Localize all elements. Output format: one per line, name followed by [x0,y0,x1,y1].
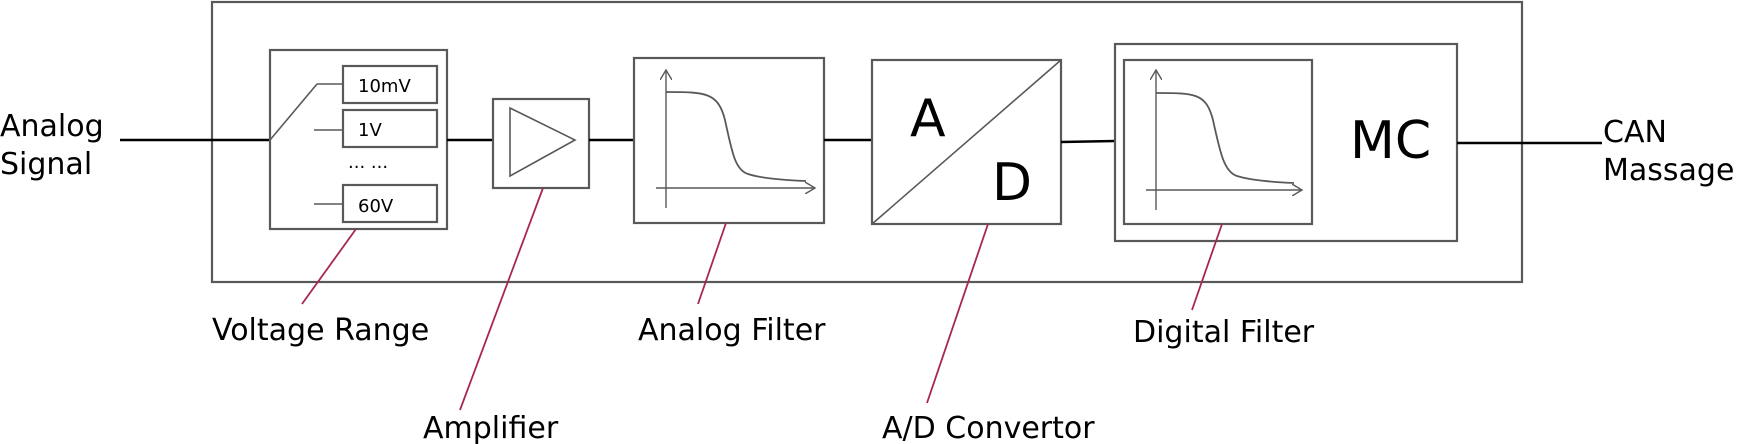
input-label-line2: Signal [0,147,92,182]
digital-filter-block: MC [1113,42,1459,243]
ad-convertor-diagonal [871,59,1062,225]
voltage-range-block: 10mV 1V ... ... 60V [268,48,449,231]
analog-filter-label: Analog Filter [638,313,826,348]
digital-filter-label: Digital Filter [1133,315,1315,350]
ad-letter-d: D [992,153,1032,213]
amplifier-block [491,97,591,190]
digital-filter-response-curve [1155,92,1295,184]
wire-ad-to-digital-filter [1060,139,1116,144]
ad-convertor-block: A D [870,58,1063,226]
output-label-line2: Massage [1603,153,1734,188]
leader-amplifier [459,187,544,411]
leader-ad-convertor [926,223,989,404]
range-option-60v-label: 60V [358,196,394,217]
range-option-60v [341,183,439,224]
leader-digital-filter [1191,223,1223,311]
range-ellipsis: ... ... [348,152,388,173]
amplifier-triangle-icon [509,106,577,178]
range-option-10mv [341,64,439,105]
analog-filter-response-curve [665,91,807,182]
amplifier-label: Amplifier [423,411,559,444]
input-label-line1: Analog [0,109,104,144]
range-option-10mv-label: 10mV [358,76,411,97]
leader-analog-filter [697,222,727,305]
mc-label: MC [1350,111,1431,171]
ad-convertor-label: A/D Convertor [882,411,1095,444]
range-option-1v-label: 1V [358,120,382,141]
leader-voltage-range [301,228,357,305]
range-option-1v [341,108,439,149]
output-label-line1: CAN [1603,115,1667,150]
voltage-range-label: Voltage Range [212,313,429,348]
ad-letter-a: A [910,89,946,149]
analog-filter-block [632,56,826,225]
